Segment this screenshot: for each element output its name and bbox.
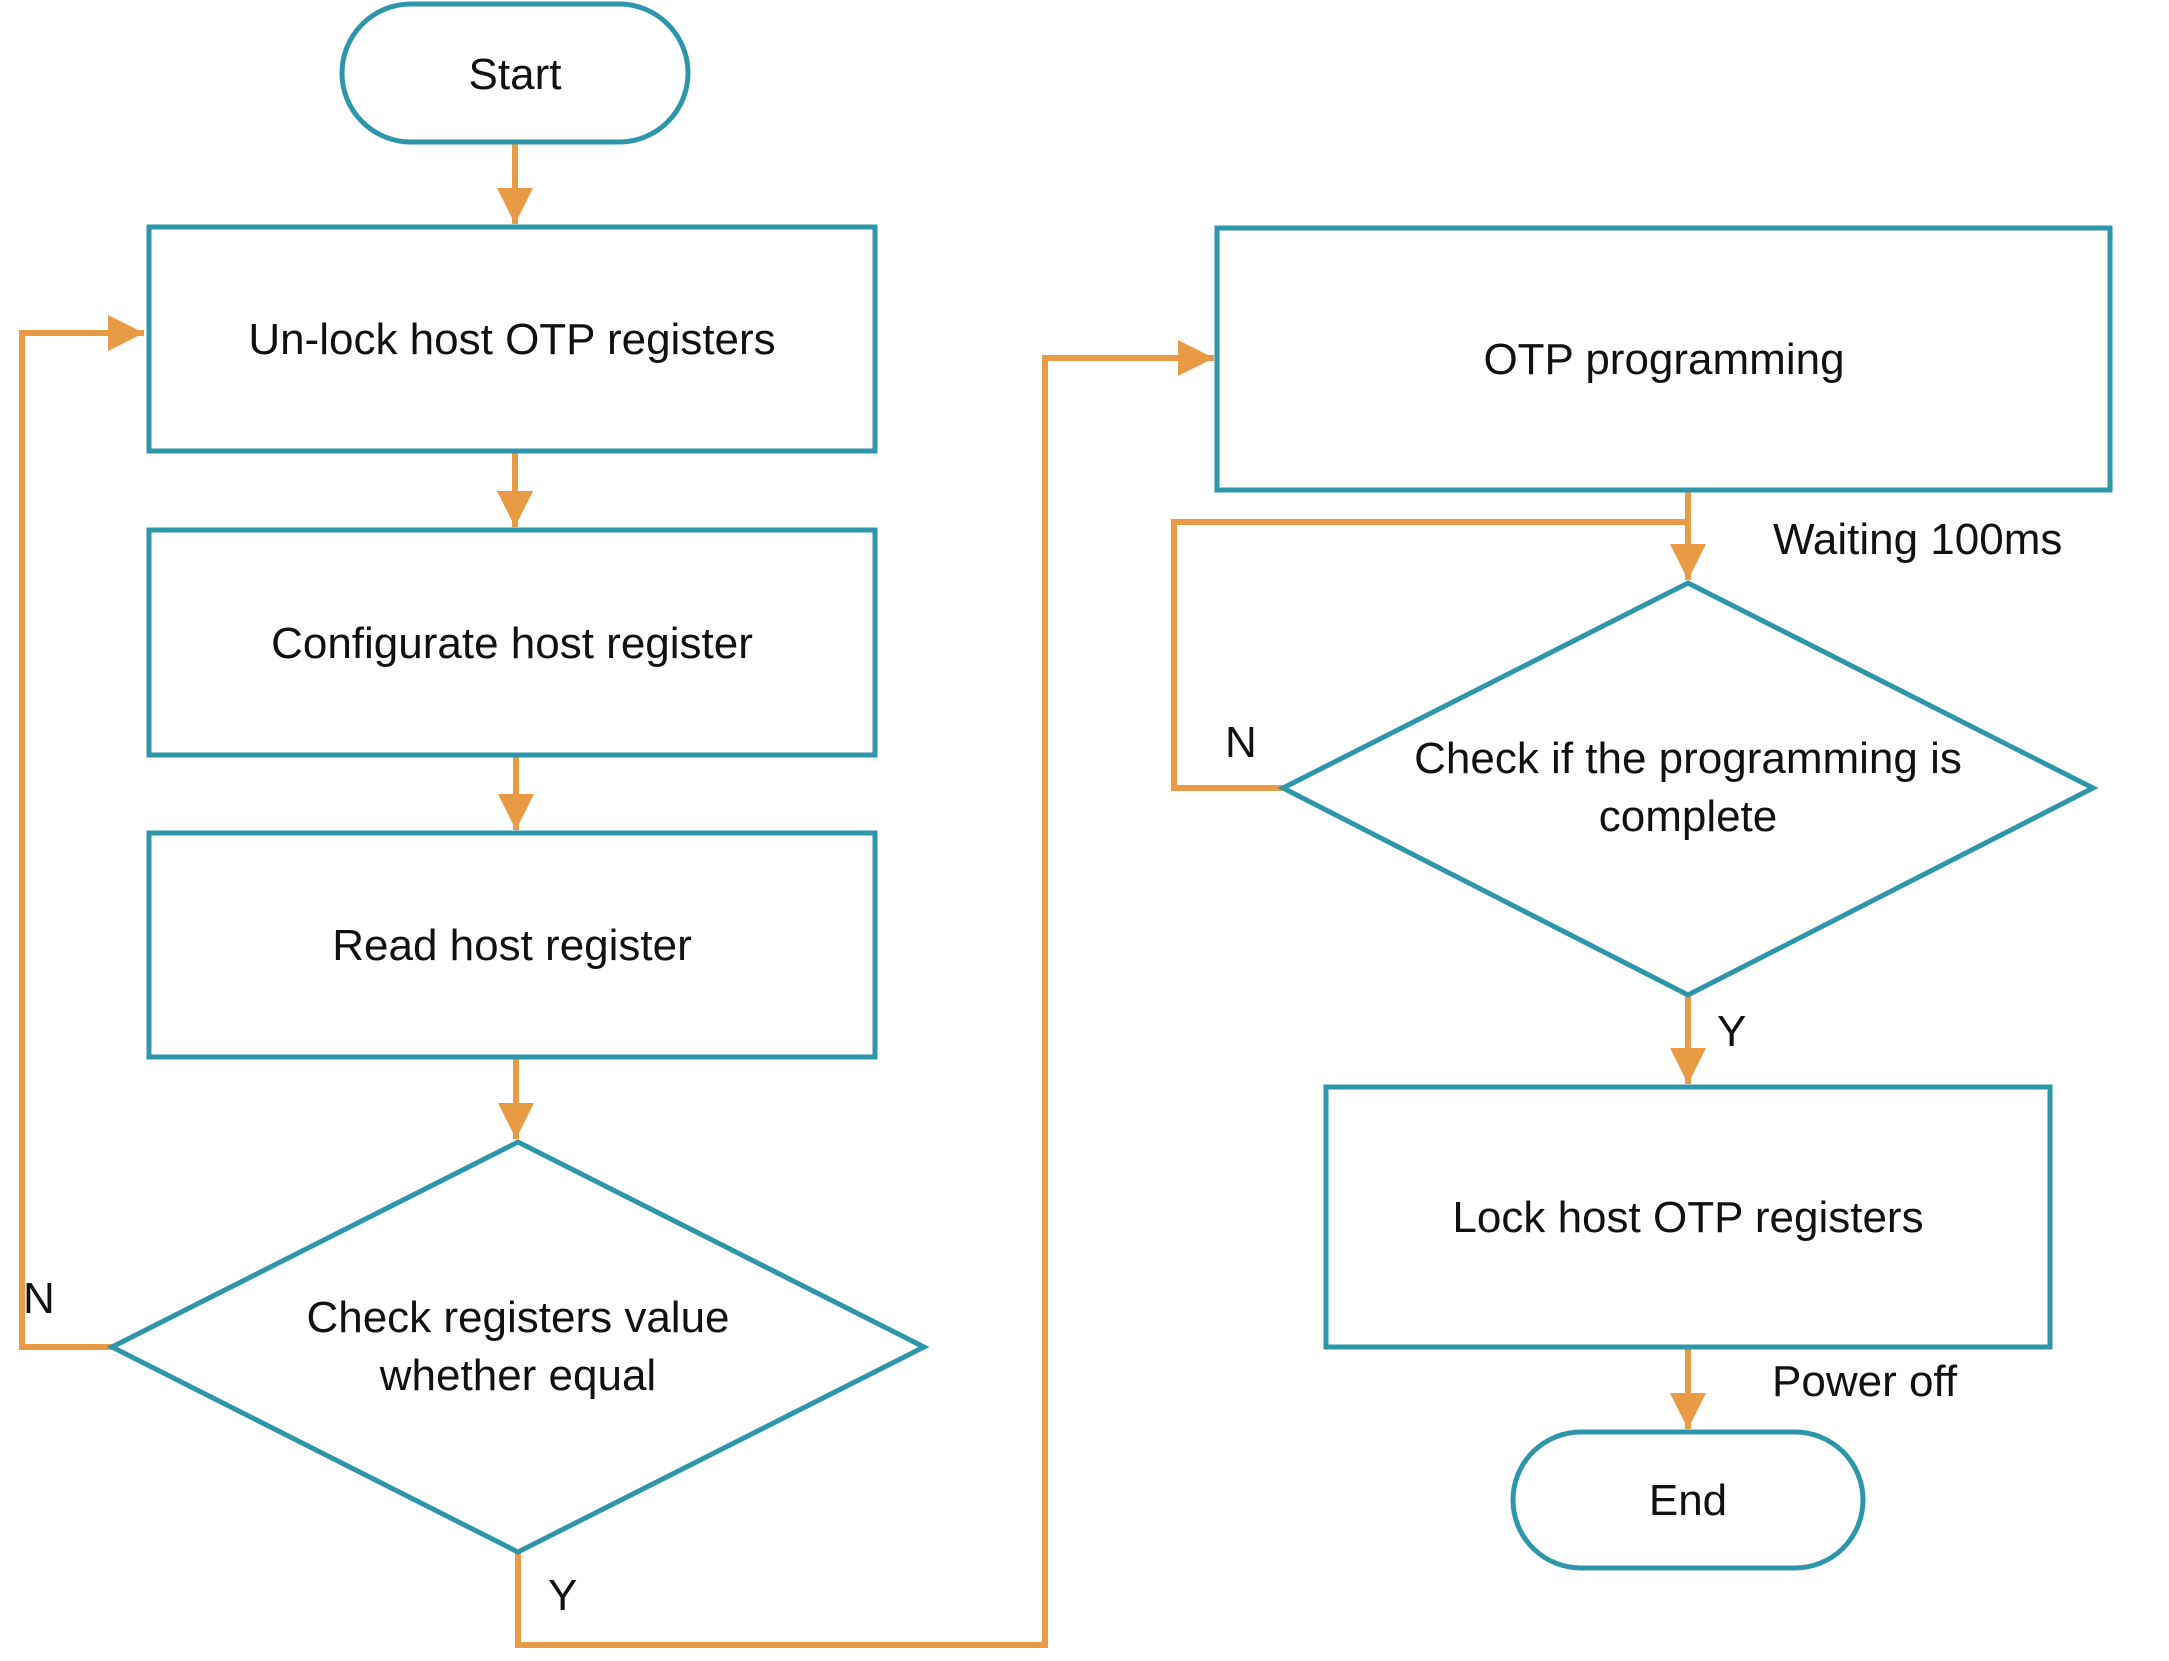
start-terminator-shape xyxy=(339,1,691,145)
read-label: Read host register xyxy=(332,921,692,970)
label-waiting-100ms: Waiting 100ms xyxy=(1773,515,2062,564)
node-check-registers-value: Check registers value whether equal xyxy=(106,1139,930,1555)
otp-process-shape xyxy=(1214,225,2113,493)
node-unlock-host-otp-registers: Un-lock host OTP registers xyxy=(146,224,878,454)
unlock-label: Un-lock host OTP registers xyxy=(248,315,775,364)
edge-checkequal-otp-yes xyxy=(515,340,1214,1648)
configurate-process-shape xyxy=(146,527,878,758)
configurate-label: Configurate host register xyxy=(271,619,753,668)
label-check-equal-no: N xyxy=(23,1274,55,1323)
label-power-off: Power off xyxy=(1772,1357,1958,1406)
end-terminator-shape xyxy=(1510,1429,1866,1571)
check-equal-label-line2: whether equal xyxy=(379,1351,656,1400)
otp-label: OTP programming xyxy=(1483,335,1844,384)
check-equal-decision-shape xyxy=(106,1139,930,1555)
check-equal-label-line1: Check registers value xyxy=(306,1293,729,1342)
end-label: End xyxy=(1649,1476,1727,1525)
node-configurate-host-register: Configurate host register xyxy=(146,527,878,758)
lock-label: Lock host OTP registers xyxy=(1452,1193,1923,1242)
node-check-programming-complete: Check if the programming is complete xyxy=(1277,580,2099,998)
edge-checkcomplete-loop-no xyxy=(1171,519,1685,791)
check-complete-label-line1: Check if the programming is xyxy=(1414,734,1962,783)
lock-process-shape xyxy=(1323,1084,2053,1350)
node-lock-host-otp-registers: Lock host OTP registers xyxy=(1323,1084,2053,1350)
read-process-shape xyxy=(146,830,878,1060)
edge-checkequal-unlock-no xyxy=(19,315,144,1350)
check-complete-decision-shape xyxy=(1277,580,2099,998)
start-label: Start xyxy=(469,50,562,99)
node-otp-programming: OTP programming xyxy=(1214,225,2113,493)
check-complete-label-line2: complete xyxy=(1599,792,1778,841)
label-check-complete-yes: Y xyxy=(1717,1007,1746,1056)
label-check-complete-no: N xyxy=(1225,718,1257,767)
node-read-host-register: Read host register xyxy=(146,830,878,1060)
node-end: End xyxy=(1510,1429,1866,1571)
unlock-process-shape xyxy=(146,224,878,454)
label-check-equal-yes: Y xyxy=(548,1571,577,1620)
node-start: Start xyxy=(339,1,691,145)
